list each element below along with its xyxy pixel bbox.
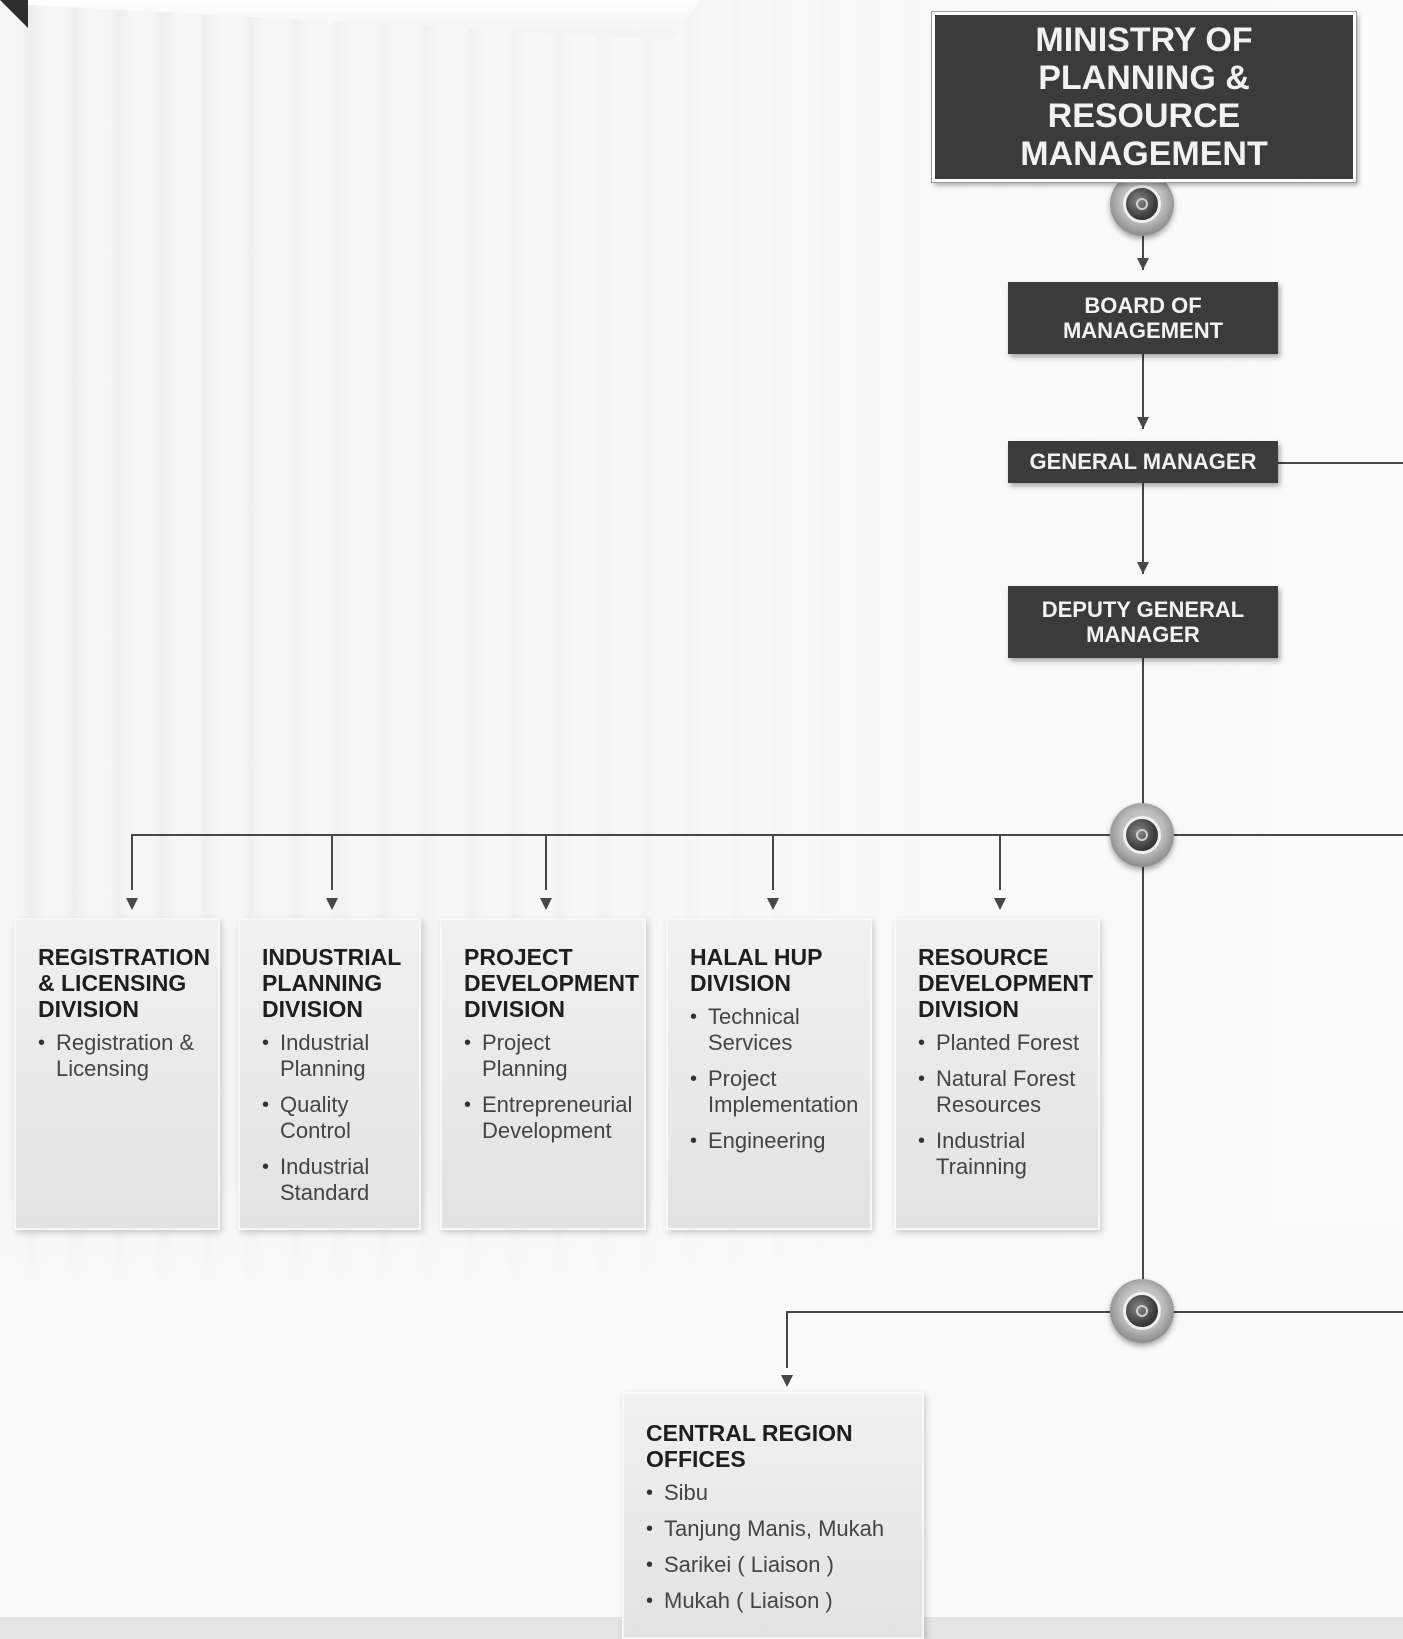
connector-regional-drop bbox=[786, 1311, 788, 1368]
connector-dgm-trunk bbox=[1142, 658, 1144, 1310]
regional-item: Sarikei ( Liaison ) bbox=[646, 1552, 908, 1578]
division-title: HALAL HUP DIVISION bbox=[690, 944, 823, 996]
division-item: Planted Forest bbox=[918, 1030, 1084, 1056]
regional-title: CENTRAL REGION OFFICES bbox=[646, 1420, 853, 1472]
division-title: INDUSTRIAL PLANNING DIVISION bbox=[262, 944, 401, 1022]
connector-gm-dgm bbox=[1142, 483, 1144, 574]
arrow-to-division-2 bbox=[326, 898, 338, 910]
ministry-box: MINISTRY OF PLANNING & RESOURCE MANAGEME… bbox=[931, 11, 1357, 183]
division-item: Project Planning bbox=[464, 1030, 630, 1082]
connector-gm-right bbox=[1278, 462, 1403, 464]
regional-item: Sibu bbox=[646, 1480, 908, 1506]
division-box-project-development: PROJECT DEVELOPMENT DIVISION Project Pla… bbox=[440, 918, 646, 1230]
arrow-to-board bbox=[1137, 258, 1149, 270]
regional-item: Tanjung Manis, Mukah bbox=[646, 1516, 908, 1542]
connector-regional-horizontal bbox=[786, 1311, 1403, 1313]
deputy-general-manager-box: DEPUTY GENERAL MANAGER bbox=[1008, 586, 1278, 658]
general-manager-box: GENERAL MANAGER bbox=[1008, 441, 1278, 483]
division-title: PROJECT DEVELOPMENT DIVISION bbox=[464, 944, 640, 1022]
connector-branch-5 bbox=[999, 834, 1001, 890]
board-label: BOARD OF MANAGEMENT bbox=[1062, 293, 1224, 343]
junction-node-regional bbox=[1110, 1279, 1174, 1343]
division-item: Industrial Trainning bbox=[918, 1128, 1084, 1180]
division-box-industrial-planning: INDUSTRIAL PLANNING DIVISION Industrial … bbox=[238, 918, 421, 1230]
arrow-to-division-5 bbox=[994, 898, 1006, 910]
arrow-to-gm bbox=[1137, 417, 1149, 429]
deputy-general-manager-label: DEPUTY GENERAL MANAGER bbox=[1041, 597, 1245, 647]
division-item: Natural Forest Resources bbox=[918, 1066, 1084, 1118]
connector-branch-1 bbox=[131, 834, 133, 890]
connector-branch-2 bbox=[331, 834, 333, 890]
division-item: Entrepreneurial Development bbox=[464, 1092, 632, 1144]
general-manager-label: GENERAL MANAGER bbox=[1029, 449, 1257, 474]
arrow-to-dgm bbox=[1137, 562, 1149, 574]
connector-board-gm bbox=[1142, 354, 1144, 429]
junction-node-ministry bbox=[1110, 172, 1174, 236]
division-item: Industrial Standard bbox=[262, 1154, 405, 1206]
division-item: Quality Control bbox=[262, 1092, 405, 1144]
arrow-to-central-region bbox=[781, 1375, 793, 1387]
arrow-to-division-1 bbox=[126, 898, 138, 910]
ministry-label: MINISTRY OF PLANNING & RESOURCE MANAGEME… bbox=[1020, 21, 1268, 173]
arrow-to-division-4 bbox=[767, 898, 779, 910]
division-title: RESOURCE DEVELOPMENT DIVISION bbox=[918, 944, 1094, 1022]
board-of-management-box: BOARD OF MANAGEMENT bbox=[1008, 282, 1278, 354]
division-item: Engineering bbox=[690, 1128, 856, 1154]
division-item: Registration & Licensing bbox=[38, 1030, 204, 1082]
junction-node-divisions bbox=[1110, 803, 1174, 867]
division-title: REGISTRATION & LICENSING DIVISION bbox=[38, 944, 211, 1022]
connector-branch-4 bbox=[772, 834, 774, 890]
division-box-registration-licensing: REGISTRATION & LICENSING DIVISION Regist… bbox=[14, 918, 220, 1230]
regional-item: Mukah ( Liaison ) bbox=[646, 1588, 908, 1614]
connector-divisions-horizontal bbox=[131, 834, 1403, 836]
arrow-to-division-3 bbox=[540, 898, 552, 910]
division-item: Industrial Planning bbox=[262, 1030, 405, 1082]
division-box-resource-development: RESOURCE DEVELOPMENT DIVISION Planted Fo… bbox=[894, 918, 1100, 1230]
division-item: Project Implementation bbox=[690, 1066, 858, 1118]
connector-branch-3 bbox=[545, 834, 547, 890]
division-box-halal-hup: HALAL HUP DIVISION Technical Services Pr… bbox=[666, 918, 872, 1230]
central-region-offices-box: CENTRAL REGION OFFICES Sibu Tanjung Mani… bbox=[622, 1392, 924, 1639]
division-item: Technical Services bbox=[690, 1004, 856, 1056]
